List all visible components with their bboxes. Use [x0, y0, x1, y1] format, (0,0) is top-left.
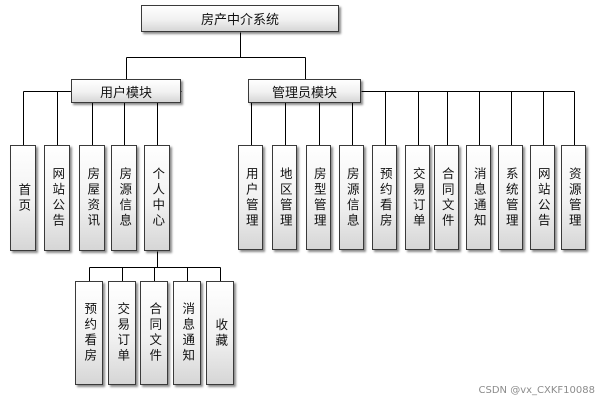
user-module-label: 用户模块 [99, 85, 152, 101]
root-node: 房产中介系统 [141, 5, 339, 32]
user-child-node-label: 房屋资讯 [85, 167, 101, 229]
admin-child-node-label: 房型管理 [311, 166, 327, 229]
user-child-node-4: 房源信息 [111, 145, 137, 251]
admin-child-node-label: 资源管理 [566, 166, 582, 229]
user-child-node-3: 房屋资讯 [79, 145, 105, 251]
personal-center-child-node-2: 交易订单 [108, 281, 136, 385]
admin-child-node-6: 交易订单 [405, 145, 430, 250]
admin-child-node-10: 网站公告 [530, 145, 555, 250]
admin-child-node-label: 系统管理 [503, 166, 519, 229]
personal-center-child-node-3: 合同文件 [140, 281, 168, 385]
admin-child-node-label: 房源信息 [344, 166, 360, 229]
personal-center-child-node-5: 收藏 [206, 281, 234, 385]
personal-center-child-node-label: 预约看房 [82, 302, 98, 364]
admin-child-node-label: 地区管理 [277, 166, 293, 229]
admin-child-node-3: 房型管理 [306, 145, 331, 250]
admin-child-node-9: 系统管理 [498, 145, 523, 250]
admin-child-node-label: 用户管理 [243, 166, 259, 229]
admin-child-node-label: 交易订单 [410, 166, 426, 229]
admin-child-node-5: 预约看房 [372, 145, 397, 250]
user-child-node-1: 首页 [10, 145, 36, 251]
user-child-node-label: 首页 [16, 182, 32, 214]
user-child-node-label: 个人中心 [150, 167, 166, 229]
personal-center-child-node-label: 收藏 [213, 317, 229, 349]
admin-child-node-7: 合同文件 [434, 145, 459, 250]
admin-child-node-1: 用户管理 [238, 145, 263, 250]
personal-center-child-node-label: 合同文件 [147, 302, 163, 364]
admin-child-node-label: 合同文件 [439, 166, 455, 229]
personal-center-child-node-4: 消息通知 [173, 281, 201, 385]
admin-child-node-2: 地区管理 [272, 145, 297, 250]
admin-child-node-11: 资源管理 [561, 145, 586, 250]
admin-child-node-8: 消息通知 [466, 145, 491, 250]
user-module-node: 用户模块 [71, 79, 181, 103]
admin-child-node-4: 房源信息 [339, 145, 364, 250]
personal-center-child-node-1: 预约看房 [75, 281, 103, 385]
admin-module-label: 管理员模块 [271, 85, 337, 101]
personal-center-child-node-label: 交易订单 [115, 302, 131, 364]
user-child-node-2: 网站公告 [44, 145, 70, 251]
user-child-node-label: 网站公告 [50, 167, 66, 229]
admin-module-node: 管理员模块 [248, 79, 361, 103]
user-child-node-label: 房源信息 [117, 167, 133, 229]
watermark: CSDN @vx_CXKF10088 [478, 385, 595, 396]
admin-child-node-label: 消息通知 [471, 166, 487, 229]
admin-child-node-label: 网站公告 [535, 166, 551, 229]
root-label: 房产中介系统 [200, 13, 279, 28]
personal-center-child-node-label: 消息通知 [180, 302, 196, 364]
admin-child-node-label: 预约看房 [377, 166, 393, 229]
user-child-node-5: 个人中心 [144, 145, 170, 251]
